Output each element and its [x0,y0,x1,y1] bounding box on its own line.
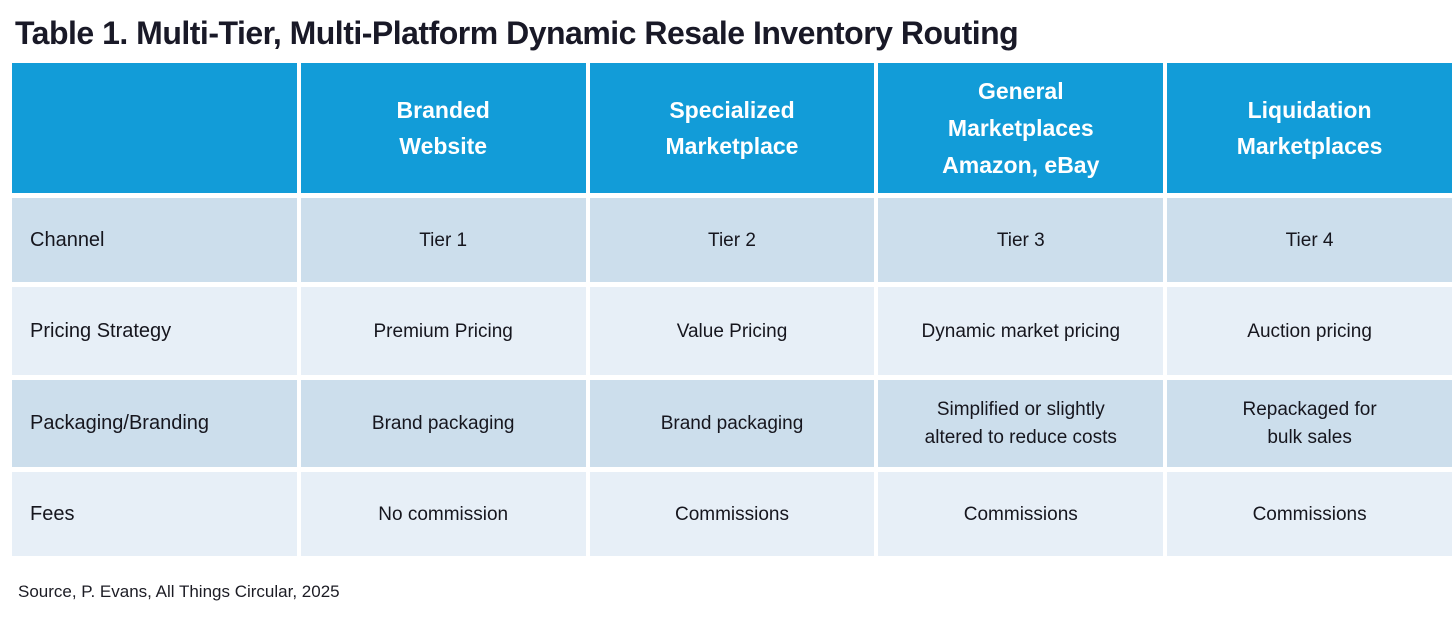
header-liquidation-marketplaces: Liquidation Marketplaces [1167,63,1452,194]
cell-pricing-tier1: Premium Pricing [300,287,586,376]
source-note: Source, P. Evans, All Things Circular, 2… [18,582,340,602]
row-label-channel: Channel [12,198,297,283]
resale-routing-table: Branded Website Specialized Marketplace … [12,63,1452,557]
cell-packaging-tier4: Repackaged for bulk sales [1167,380,1452,468]
table-title: Table 1. Multi-Tier, Multi-Platform Dyna… [15,15,1019,51]
cell-channel-tier4: Tier 4 [1167,198,1452,283]
cell-channel-tier3: Tier 3 [878,198,1164,283]
row-label-packaging-branding: Packaging/Branding [12,380,297,468]
cell-fees-tier4: Commissions [1167,472,1452,557]
header-corner-cell [12,63,297,194]
cell-pricing-tier3: Dynamic market pricing [878,287,1164,376]
cell-packaging-tier1: Brand packaging [300,380,586,468]
cell-packaging-tier2: Brand packaging [589,380,875,468]
cell-channel-tier1: Tier 1 [300,198,586,283]
cell-packaging-tier3: Simplified or slightly altered to reduce… [878,380,1164,468]
header-branded-website: Branded Website [300,63,586,194]
header-general-marketplaces: General Marketplaces Amazon, eBay [878,63,1164,194]
header-specialized-marketplace: Specialized Marketplace [589,63,875,194]
cell-fees-tier2: Commissions [589,472,875,557]
cell-pricing-tier4: Auction pricing [1167,287,1452,376]
row-label-pricing-strategy: Pricing Strategy [12,287,297,376]
cell-fees-tier3: Commissions [878,472,1164,557]
cell-fees-tier1: No commission [300,472,586,557]
cell-channel-tier2: Tier 2 [589,198,875,283]
cell-pricing-tier2: Value Pricing [589,287,875,376]
row-label-fees: Fees [12,472,297,557]
